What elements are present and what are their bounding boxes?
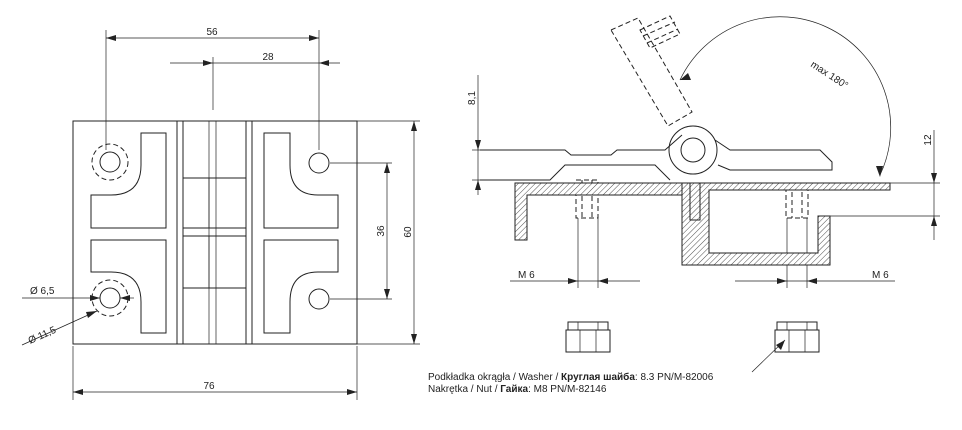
washer-nut-right (774, 321, 820, 353)
panel-left-section (514, 182, 691, 241)
leaf-pocket-top-left (90, 132, 167, 229)
dim-56: 56 (206, 27, 218, 38)
dim-12: 12 (923, 134, 934, 146)
leaf-left (480, 134, 683, 156)
hole-bottom-left (99, 287, 121, 309)
hole-counterbore-top-left (91, 143, 129, 181)
knuckle-lower (182, 235, 247, 289)
hole-bottom-right (308, 288, 330, 310)
hinge-front-view: 56 28 36 60 76 Ø 6,5 Ø 11,5 (21, 27, 420, 400)
leaf-right (714, 139, 833, 171)
hinge-pin (680, 137, 706, 163)
dim-thread-left: M 6 (518, 270, 535, 281)
hinge-outline (72, 120, 358, 345)
dim-hole-diameter: Ø 6,5 (30, 286, 55, 297)
leaf-pocket-bottom-right (263, 239, 339, 334)
panel-bracket (689, 182, 701, 221)
dim-28: 28 (262, 52, 274, 63)
open-leaf-stud-phantom (639, 15, 681, 49)
knuckle-upper (182, 177, 247, 229)
dim-thread-right: M 6 (872, 270, 889, 281)
hole-top-right (308, 152, 330, 174)
dim-counterbore-diameter: Ø 11,5 (27, 325, 59, 347)
panel-right-section (681, 182, 891, 266)
hinge-section-view: 8,1 12 M 6 M 6 max 180° (428, 15, 940, 395)
dim-8-1: 8,1 (467, 91, 478, 105)
washer-nut-left (565, 321, 611, 353)
dim-60: 60 (403, 226, 414, 238)
note-washer: Podkładka okrągła / Washer / Круглая шай… (428, 371, 714, 383)
open-leaf-phantom (610, 17, 693, 127)
rotation-arc (679, 16, 892, 176)
leaf-pocket-bottom-left (90, 239, 167, 334)
hinge-knuckle (668, 125, 718, 175)
leaf-pocket-top-right (263, 132, 339, 229)
hole-top-left (99, 151, 121, 173)
dim-36: 36 (376, 225, 387, 237)
leaf-left-lower (480, 164, 671, 181)
note-nut: Nakrętka / Nut / Гайка: M8 PN/M-82146 (428, 384, 607, 395)
dim-rotation-angle: max 180° (808, 59, 850, 91)
dim-76: 76 (203, 381, 215, 392)
screw-left (575, 179, 599, 219)
